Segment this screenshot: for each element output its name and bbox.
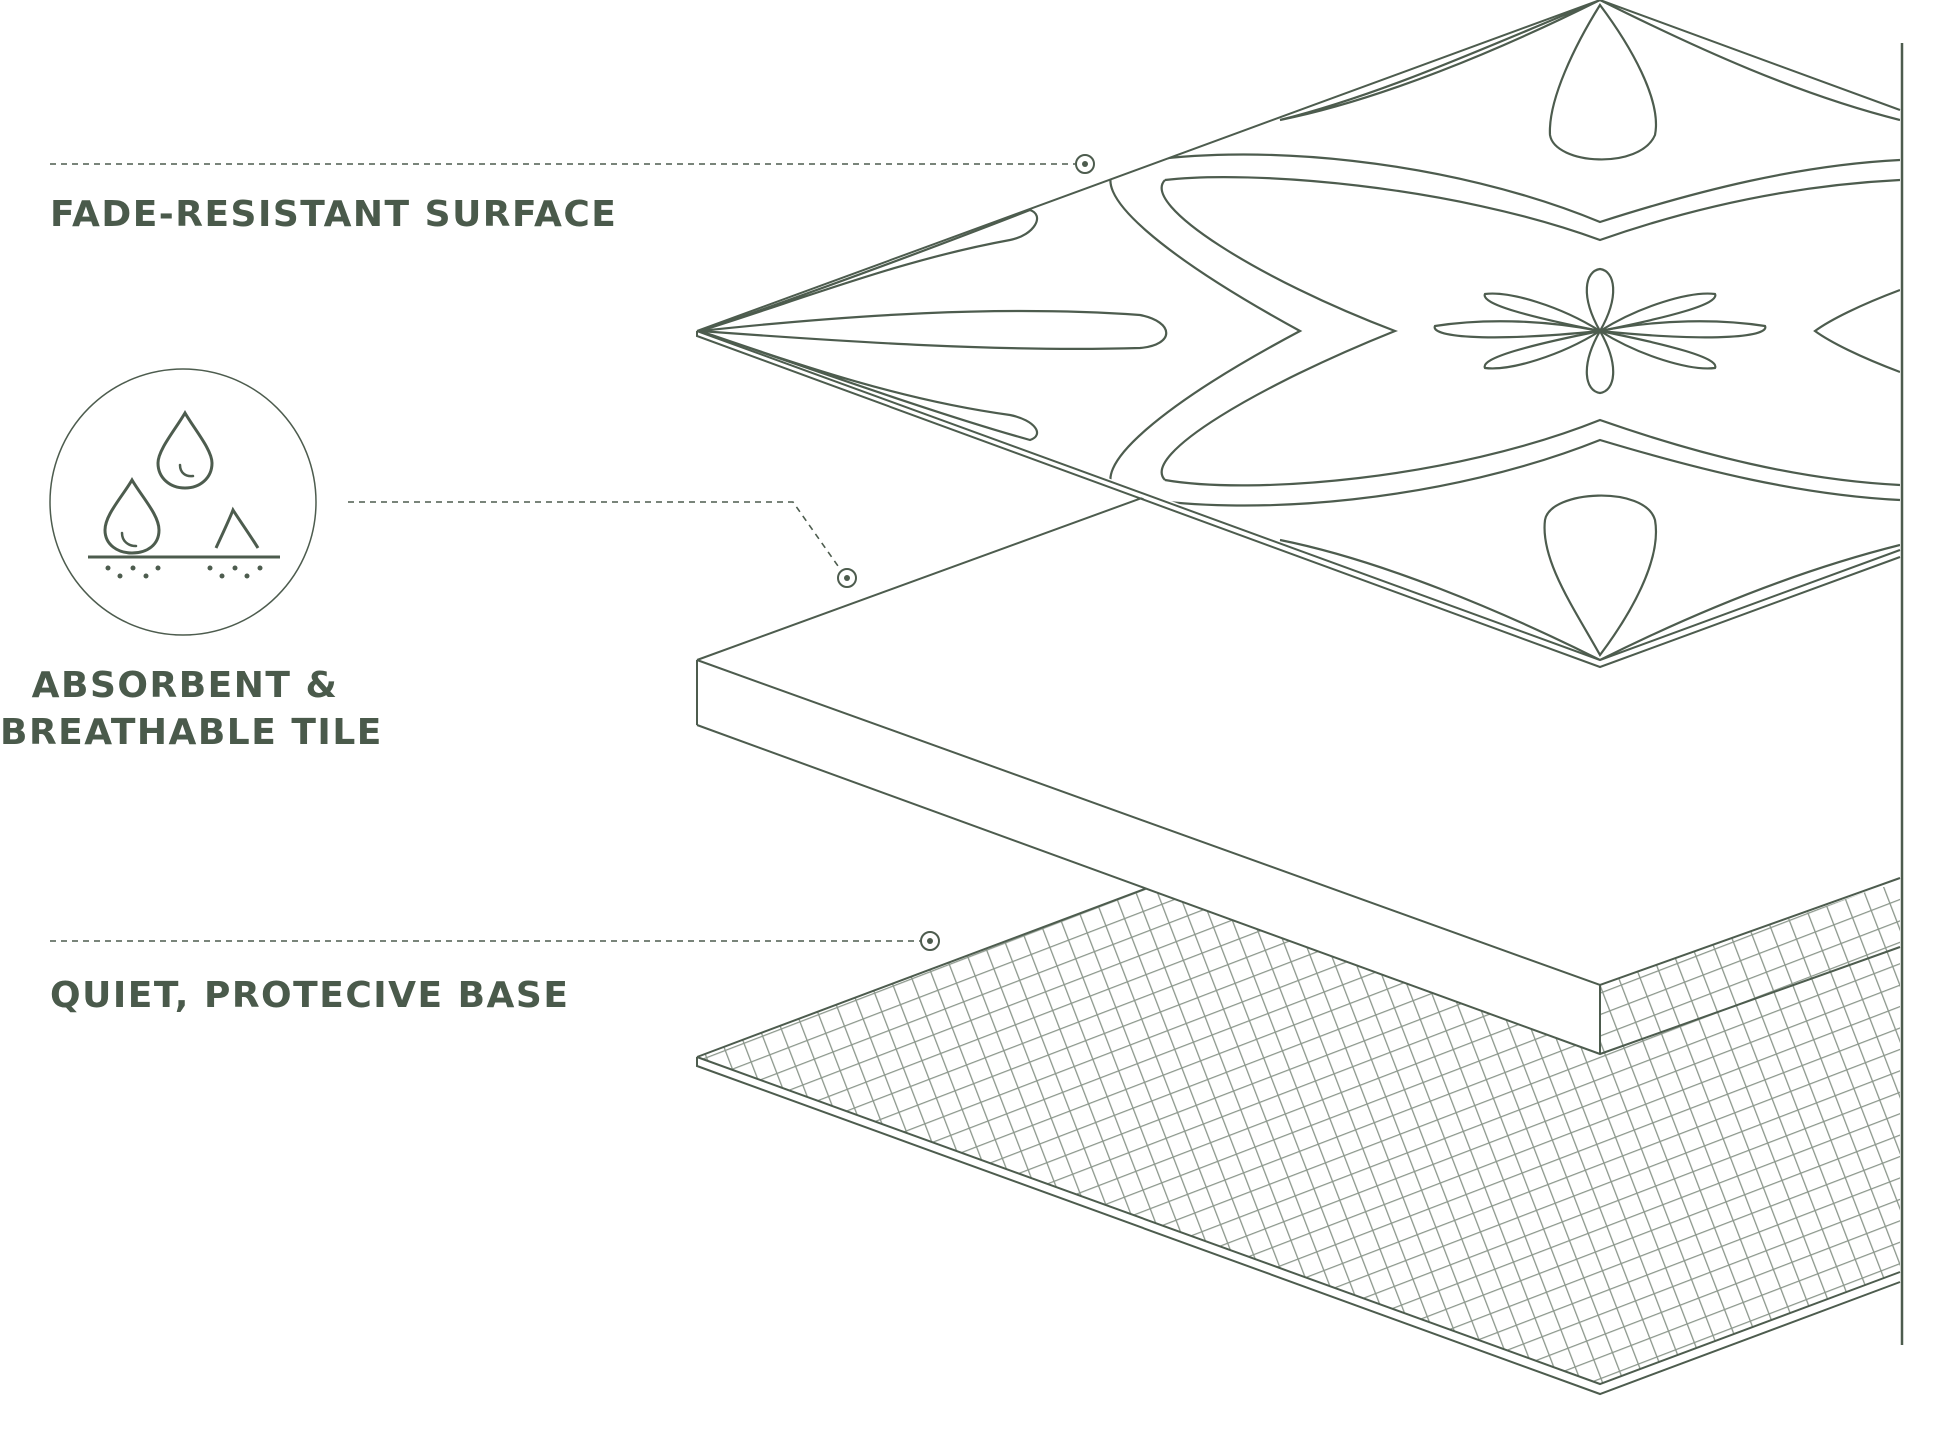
target-dot-icon: [1075, 154, 1095, 174]
tile-label-line-2: BREATHABLE TILE: [0, 712, 383, 753]
target-dot-icon: [920, 931, 940, 951]
tile-label-line-1: ABSORBENT &: [31, 665, 339, 706]
base-label: QUIET, PROTECIVE BASE: [50, 975, 570, 1016]
tile-label: ABSORBENT & BREATHABLE TILE: [0, 662, 383, 756]
surface-label: FADE-RESISTANT SURFACE: [50, 194, 618, 235]
water-drops-absorbing-icon: [49, 368, 317, 636]
surface-layer: [696, 0, 1901, 669]
callout-tile: [348, 501, 857, 588]
callout-base: [50, 931, 940, 951]
callout-surface: [50, 154, 1095, 174]
base-layer: [696, 886, 1901, 1396]
target-dot-icon: [837, 568, 857, 588]
